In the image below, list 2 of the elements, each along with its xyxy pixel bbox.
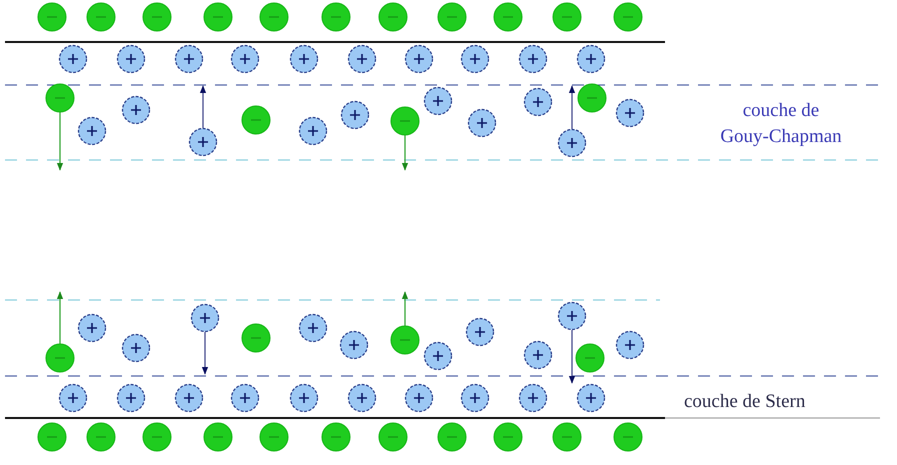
layer-label: couche de Stern [684,390,806,414]
layer-label: couche de Gouy-Chapman [719,99,843,149]
